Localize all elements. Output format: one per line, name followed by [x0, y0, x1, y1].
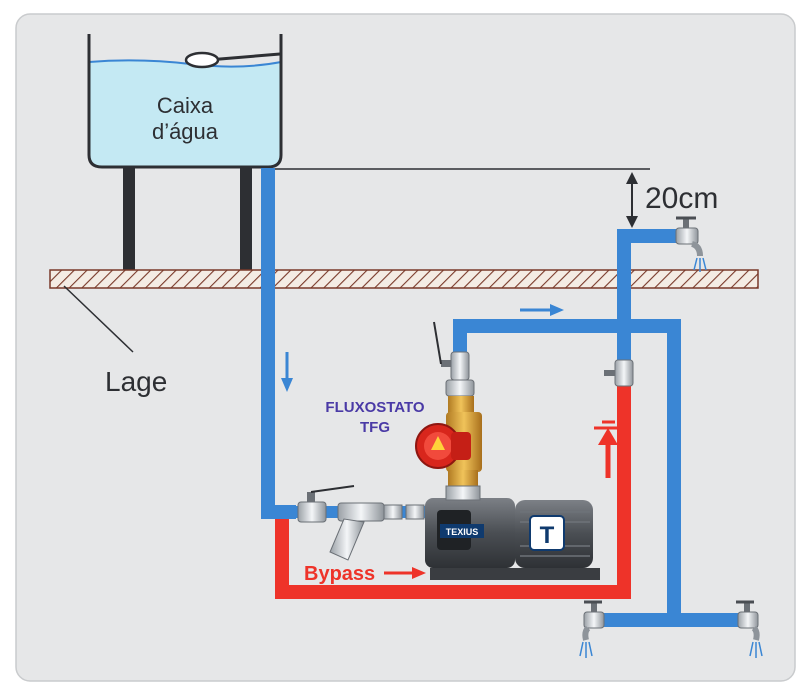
pump-logo-letter: T	[540, 522, 555, 549]
float-arm	[207, 52, 281, 62]
ball-valve-inlet	[297, 485, 355, 523]
bypass-pipe	[275, 372, 631, 599]
slab	[49, 269, 759, 289]
slab-label: Lage	[105, 366, 167, 397]
pump-brand-plate	[440, 524, 484, 538]
flow-direction-icon	[431, 436, 445, 450]
bypass-label: Bypass	[304, 563, 375, 585]
dimension-label: 20cm	[645, 182, 718, 215]
bypass-arrow	[384, 567, 426, 579]
supply-pipe	[261, 168, 296, 519]
y-strainer	[329, 502, 425, 561]
flow-arrow-down	[281, 352, 293, 392]
water-tank	[87, 34, 283, 169]
tank-label-line2: d’água	[152, 119, 219, 144]
fluxostato-device	[415, 423, 471, 469]
flow-arrow-right	[520, 304, 564, 316]
pump	[425, 498, 600, 580]
flow-arrow-up-red	[594, 420, 622, 478]
tank-label-line1: Caixa	[157, 93, 214, 118]
background-panel	[15, 13, 796, 682]
pump-logo-box	[529, 515, 565, 551]
discharge-pipe	[453, 319, 740, 627]
tank-leg-left	[123, 165, 135, 270]
faucet-lower-left	[579, 600, 605, 658]
slab-leader-line	[63, 285, 134, 353]
faucet-lower-right	[736, 600, 763, 658]
upper-riser-pipe	[617, 229, 678, 372]
device-name-line2: TFG	[360, 419, 390, 436]
tank-leg-right	[240, 165, 252, 270]
ball-valve-riser	[604, 359, 634, 387]
pump-brand: TEXIUS	[446, 527, 479, 537]
faucet-upper	[675, 216, 707, 272]
float-ball	[184, 51, 220, 69]
device-name-line1: FLUXOSTATO	[325, 399, 424, 416]
dimension-arrow	[626, 172, 638, 228]
